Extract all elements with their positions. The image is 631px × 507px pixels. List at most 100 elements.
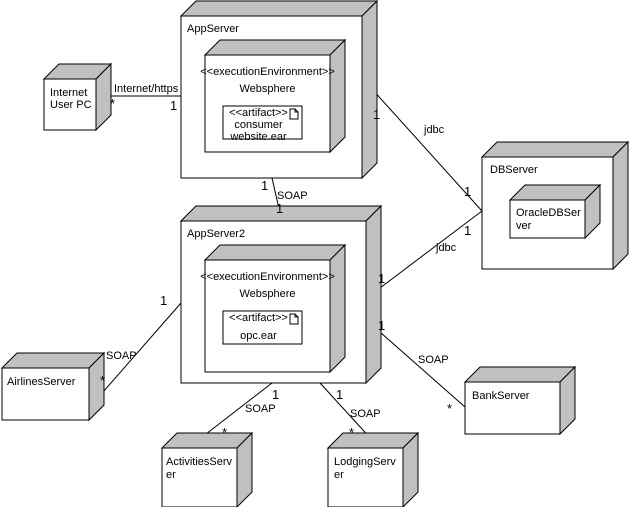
node-label: website.ear bbox=[229, 131, 287, 143]
node-appserver2-env[interactable]: <<executionEnvironment>>Websphere bbox=[200, 243, 347, 374]
node-label: OracleDBSer bbox=[516, 207, 581, 219]
source-multiplicity: * bbox=[110, 96, 115, 111]
node-top-face bbox=[326, 432, 420, 449]
node-label: ver bbox=[516, 220, 532, 232]
node-appserver-env[interactable]: <<executionEnvironment>> Websphere bbox=[200, 38, 347, 154]
edge-labels-appserver2-dbserver: jdbc 1 1 bbox=[378, 223, 471, 286]
node-front-face bbox=[464, 381, 561, 435]
edge-label: SOAP bbox=[245, 403, 276, 415]
node-side-face bbox=[365, 204, 382, 385]
edge-label: Internet/https bbox=[114, 83, 179, 95]
node-bank[interactable]: BankServer bbox=[463, 365, 577, 436]
node-front-face bbox=[43, 78, 97, 131]
edge-appserver2-dbserver[interactable] bbox=[371, 210, 483, 295]
target-multiplicity: 1 bbox=[464, 184, 471, 199]
connector-line[interactable] bbox=[196, 382, 273, 442]
source-multiplicity: 1 bbox=[378, 271, 385, 286]
node-side-face bbox=[329, 38, 346, 154]
connector-line[interactable] bbox=[319, 382, 374, 442]
source-multiplicity: 1 bbox=[378, 318, 385, 333]
node-top-face bbox=[0, 352, 106, 369]
edge-labels-appserver2-bank: SOAP 1 * bbox=[378, 318, 452, 416]
node-top-face bbox=[203, 244, 347, 261]
document-icon bbox=[289, 313, 299, 325]
node-top-face bbox=[480, 141, 630, 158]
connector-line[interactable] bbox=[95, 302, 182, 401]
edge-label: SOAP bbox=[277, 190, 308, 202]
node-label: DBServer bbox=[490, 164, 538, 176]
edges-layer bbox=[95, 88, 483, 442]
document-icon bbox=[289, 108, 299, 120]
node-top-face bbox=[508, 184, 602, 201]
edge-labels-appserver2-lodging: SOAP 1 * bbox=[336, 387, 381, 440]
target-multiplicity: * bbox=[349, 425, 354, 440]
connector-line[interactable] bbox=[371, 210, 483, 295]
edge-appserver2-lodging[interactable] bbox=[319, 382, 374, 442]
edge-label: jdbc bbox=[435, 242, 457, 254]
node-label: BankServer bbox=[472, 390, 530, 402]
node-front-face bbox=[161, 447, 238, 507]
node-label: Websphere bbox=[239, 83, 295, 95]
node-top-face bbox=[463, 366, 577, 383]
node-label: AirlinesServer bbox=[7, 376, 76, 388]
node-label: ActivitiesServ bbox=[166, 456, 233, 468]
labels-layer: Internet/https*1jdbc11jdbc11SOAP11SOAP1*… bbox=[100, 83, 471, 440]
node-label: er bbox=[166, 469, 176, 481]
node-front-face bbox=[1, 367, 90, 421]
node-label: <<artifact>> bbox=[229, 312, 288, 324]
target-multiplicity: 1 bbox=[276, 201, 283, 216]
node-label: Websphere bbox=[239, 288, 295, 300]
edge-appserver-dbserver[interactable] bbox=[371, 88, 483, 212]
edge-labels-userpc-appserver: Internet/https* 1 bbox=[110, 83, 179, 113]
edge-label: SOAP bbox=[106, 350, 137, 362]
node-label: <<executionEnvironment>> bbox=[200, 66, 335, 78]
edge-label: SOAP bbox=[418, 354, 449, 366]
node-top-face bbox=[160, 432, 254, 449]
node-top-face bbox=[179, 0, 379, 17]
source-multiplicity: 1 bbox=[336, 387, 343, 402]
node-airlines[interactable]: AirlinesServer bbox=[0, 351, 106, 422]
node-label: er bbox=[334, 469, 344, 481]
connector-line[interactable] bbox=[371, 88, 483, 212]
node-appserver2-artifact[interactable]: <<artifact>> opc.ear bbox=[222, 310, 303, 345]
node-top-face bbox=[203, 39, 347, 56]
edge-appserver2-airlines[interactable] bbox=[95, 302, 182, 401]
edge-label: SOAP bbox=[350, 408, 381, 420]
edge-label: jdbc bbox=[423, 124, 445, 136]
target-multiplicity: 1 bbox=[170, 98, 177, 113]
target-multiplicity: * bbox=[100, 373, 105, 388]
source-multiplicity: 1 bbox=[261, 178, 268, 193]
source-multiplicity: 1 bbox=[373, 107, 380, 122]
edge-labels-appserver-dbserver: jdbc 1 1 bbox=[373, 107, 471, 199]
edge-appserver2-bank[interactable] bbox=[371, 324, 466, 408]
node-side-face bbox=[329, 243, 346, 374]
node-label: AppServer2 bbox=[187, 228, 245, 240]
node-front-face bbox=[509, 199, 586, 239]
node-label: User PC bbox=[50, 99, 92, 111]
edge-appserver2-activities[interactable] bbox=[196, 382, 273, 442]
node-label: AppServer bbox=[187, 23, 239, 35]
source-multiplicity: 1 bbox=[272, 387, 279, 402]
node-label: <<artifact>> bbox=[229, 107, 288, 119]
node-side-face bbox=[612, 140, 629, 271]
node-label: LodgingServ bbox=[334, 456, 396, 468]
source-multiplicity: 1 bbox=[160, 293, 167, 308]
node-label: consumer bbox=[234, 119, 283, 131]
connector-line[interactable] bbox=[371, 324, 466, 408]
target-multiplicity: * bbox=[447, 401, 452, 416]
node-front-face bbox=[327, 447, 404, 507]
node-side-face bbox=[361, 0, 378, 180]
target-multiplicity: 1 bbox=[464, 223, 471, 238]
node-label: opc.ear bbox=[240, 330, 277, 342]
artifact-box bbox=[222, 310, 303, 345]
artifact-box bbox=[222, 105, 303, 140]
